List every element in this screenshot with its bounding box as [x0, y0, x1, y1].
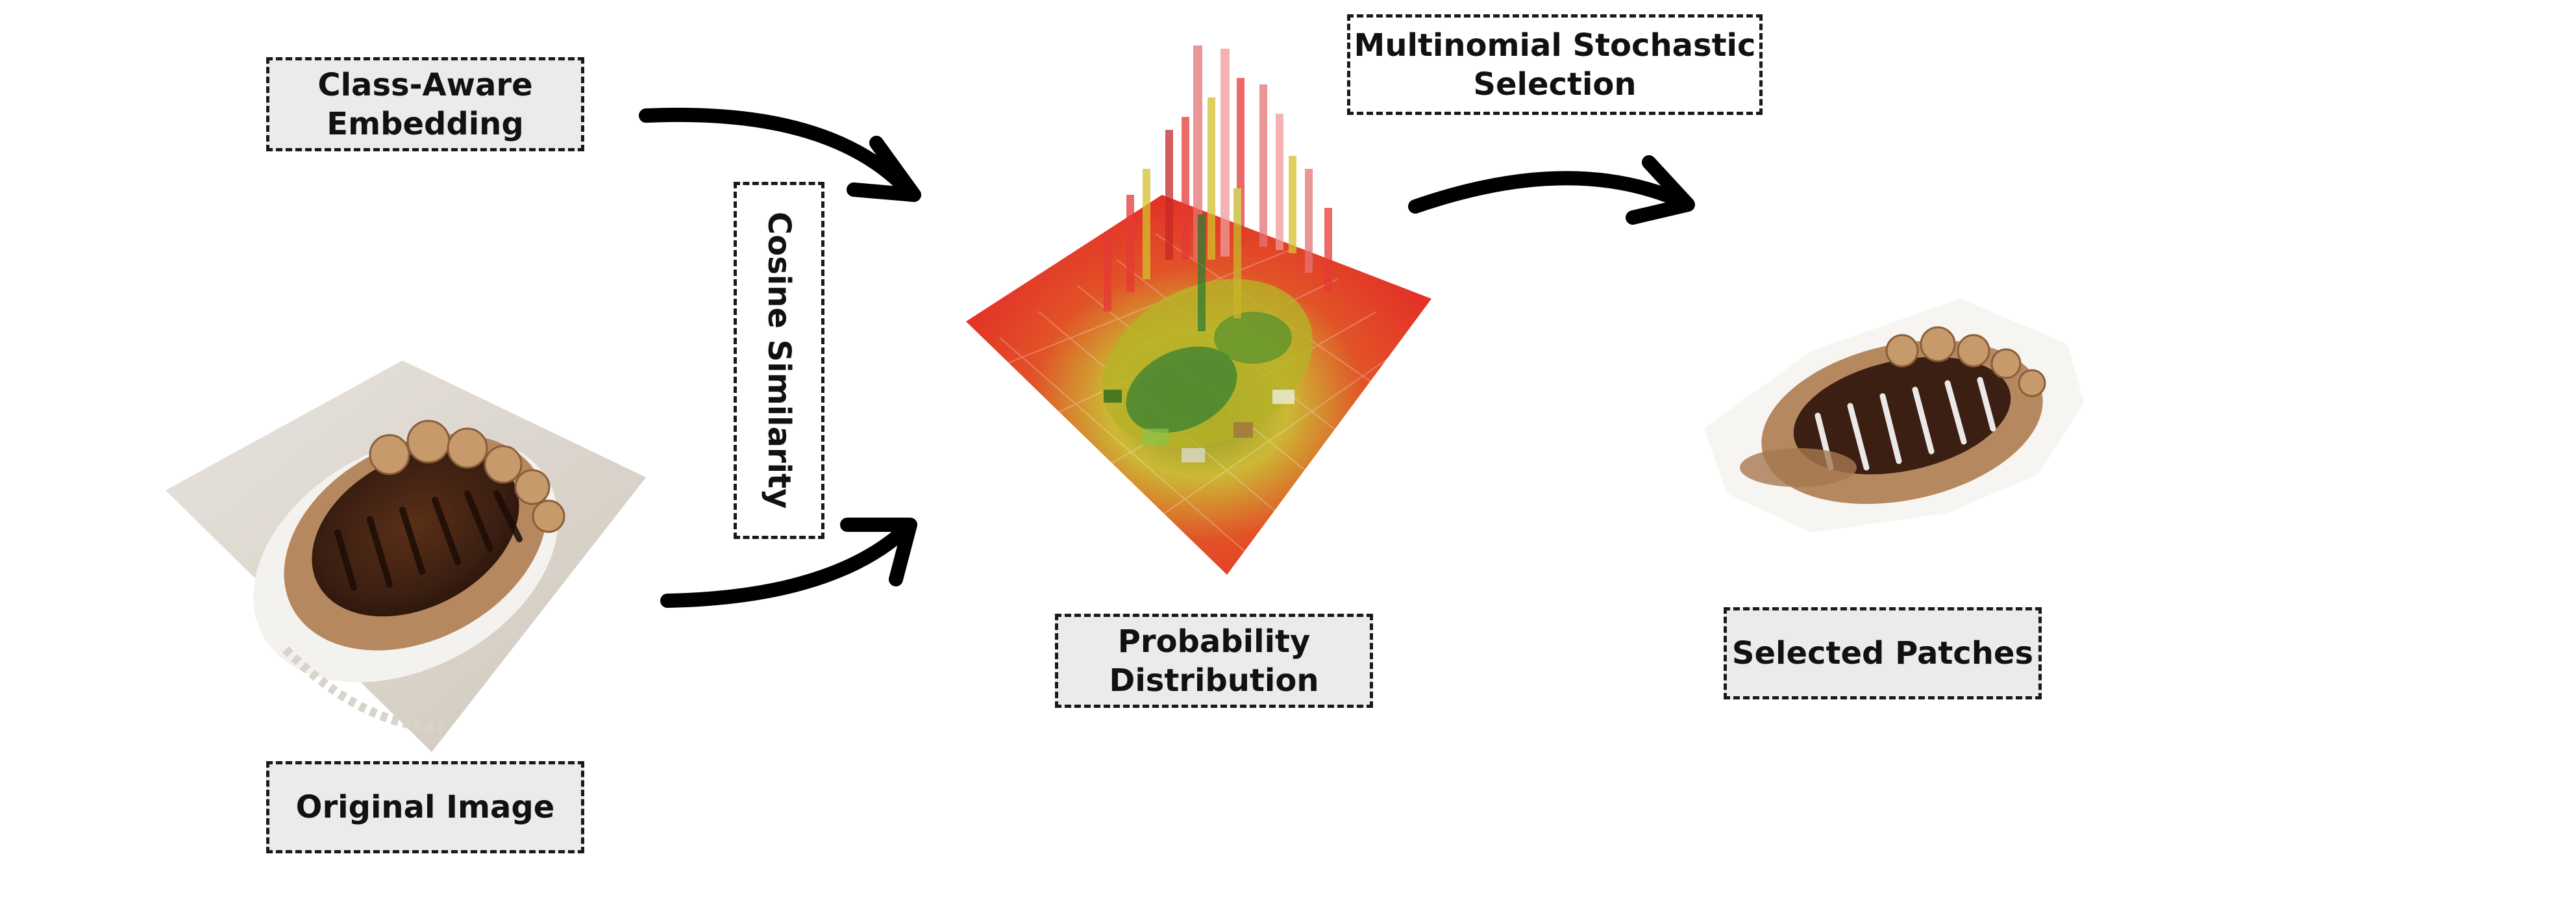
arrow-embedding-to-distribution — [639, 107, 921, 202]
probability-distribution-label: Probability Distribution — [1055, 614, 1373, 708]
arrow-distribution-to-patches — [1408, 155, 1695, 225]
class-aware-embedding-text: Class-Aware Embedding — [317, 66, 533, 142]
multinomial-stochastic-selection-label: Multinomial Stochastic Selection — [1347, 14, 1763, 115]
selected-patches-text: Selected Patches — [1731, 635, 2034, 672]
probability-distribution-visual — [966, 45, 1431, 575]
class-aware-embedding-label: Class-Aware Embedding — [266, 57, 584, 151]
arrow-image-to-distribution — [660, 518, 917, 608]
multinomial-stochastic-selection-text: Multinomial Stochastic Selection — [1354, 27, 1756, 103]
curved-arrow-icon — [639, 107, 916, 199]
curved-arrow-icon — [660, 522, 913, 608]
original-image-label: Original Image — [266, 761, 584, 853]
original-image-text: Original Image — [295, 789, 555, 825]
cosine-similarity-label: Cosine Similarity — [734, 182, 824, 539]
original-image — [166, 360, 646, 752]
selected-patches-visual — [1704, 299, 2084, 533]
curved-arrow-icon — [1408, 171, 1689, 214]
probability-distribution-text: Probability Distribution — [1109, 623, 1319, 699]
cosine-similarity-text: Cosine Similarity — [761, 212, 797, 509]
selected-patches-label: Selected Patches — [1724, 607, 2042, 699]
